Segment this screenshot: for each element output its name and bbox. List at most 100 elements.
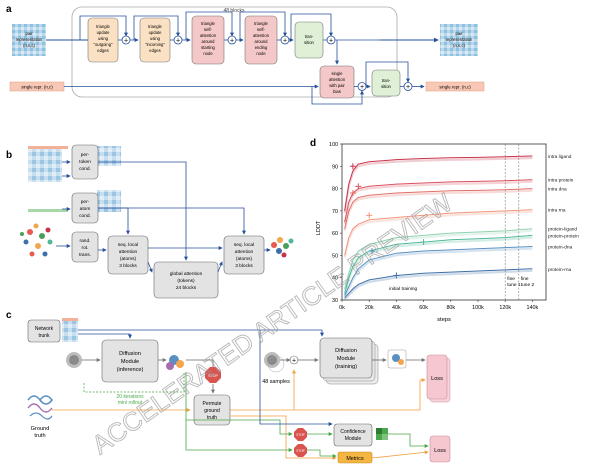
plus-node-train-label: + [292, 358, 296, 365]
seq-local-attention-2-block [223, 235, 265, 275]
svg-text:20 iterations: 20 iterations [116, 394, 144, 400]
svg-text:attention: attention [200, 33, 217, 38]
svg-text:+: + [360, 84, 364, 91]
diffusion-training-block [319, 337, 373, 379]
series-line-intra-rna [344, 209, 533, 256]
stop-label-1: STOP [208, 374, 218, 378]
single-transition-block [371, 69, 401, 97]
single-repr-output [425, 81, 485, 92]
svg-text:3 blocks: 3 blocks [235, 263, 253, 269]
svg-text:+: + [329, 38, 333, 45]
triangle-update-incoming-label: triangle update using "incoming" edges [145, 24, 165, 53]
svg-text:24 blocks: 24 blocks [176, 285, 197, 291]
series-line-intra-dna [344, 188, 533, 229]
svg-text:atom: atom [80, 206, 91, 212]
series-band-protein-dna [343, 247, 533, 298]
ground-truth-label: Ground truth [31, 426, 50, 439]
rollout-loop [83, 372, 185, 393]
noise-cloud-infer [66, 352, 82, 368]
series-line-intra-ligand [344, 155, 533, 211]
loss-1-label: Loss [431, 376, 443, 382]
trunk-output-heatmap [62, 320, 78, 342]
pair-representation-output [440, 24, 478, 56]
ground-truth-structure [27, 395, 54, 420]
svg-text:(atoms): (atoms) [120, 256, 137, 262]
pair-output-label: pair representation (n,n,c) [446, 31, 473, 48]
fine-tune-label-1: tune 1 [507, 282, 521, 288]
confidence-output-heatmap [376, 428, 388, 440]
single-attention-label: single attention with pair bias [329, 71, 346, 94]
svg-text:self-: self- [257, 27, 266, 32]
chart-y-axis-label: LDDT [316, 220, 322, 235]
svg-text:cond.: cond. [79, 166, 91, 172]
svg-text:tran-: tran- [382, 78, 391, 83]
predicted-structure-infer [166, 355, 184, 370]
y-tick-label: 90 [332, 164, 338, 170]
confidence-module-block [333, 423, 373, 447]
svg-text:pair: pair [456, 31, 464, 36]
svg-text:pair: pair [26, 31, 34, 36]
series-band-intra-dna [343, 189, 533, 231]
token-pair-heatmap [28, 146, 62, 182]
series-line-protein-protein [344, 234, 533, 294]
svg-text:Network: Network [35, 326, 54, 332]
svg-text:Diffusion: Diffusion [119, 351, 141, 357]
y-tick-label: 80 [332, 187, 338, 193]
svg-text:edges: edges [149, 48, 160, 53]
x-tick-label: 100k [472, 305, 484, 311]
x-tick-label: 20k [365, 305, 374, 311]
seq-local-attention-1-label: seq. local attention (atoms) 3 blocks [118, 242, 138, 269]
predicted-structure-train [387, 349, 407, 369]
svg-text:with pair: with pair [329, 83, 345, 88]
svg-text:+: + [406, 84, 410, 91]
loss-1-block [426, 354, 448, 400]
series-label-intra-ligand: intra ligand [548, 154, 572, 160]
svg-text:around: around [201, 39, 215, 44]
svg-text:using: using [150, 36, 161, 41]
svg-text:+: + [176, 38, 180, 45]
svg-text:rand.: rand. [80, 238, 91, 244]
series-band-intra-ligand [343, 156, 533, 214]
svg-text:attention: attention [235, 249, 254, 255]
y-tick-label: 50 [332, 253, 338, 259]
token-cond-output-heatmap [97, 146, 121, 166]
seq-local-attention-2-label: seq. local attention (atoms) 3 blocks [234, 242, 254, 269]
svg-text:sition: sition [381, 84, 391, 89]
network-trunk-label: Network trunk [35, 326, 54, 339]
svg-text:global attention: global attention [170, 271, 203, 277]
svg-text:Module: Module [121, 359, 139, 365]
token-single-bar [28, 146, 68, 149]
svg-text:single: single [332, 71, 344, 76]
metrics-block [337, 451, 373, 464]
series-marker-protein-protein [420, 239, 427, 246]
stop-label-2: STOP [296, 433, 305, 437]
x-tick-label: 40k [392, 305, 401, 311]
loss-2-block [429, 435, 451, 463]
stop-label-3: STOP [296, 449, 305, 453]
svg-text:attention: attention [329, 77, 346, 82]
svg-text:around: around [254, 39, 268, 44]
diffusion-inference-label: Diffusion Module (inference) [117, 351, 144, 373]
stop-gradient-sign-2 [294, 428, 307, 441]
series-label-intra-rna: intra rna [548, 208, 566, 214]
svg-text:truth: truth [207, 415, 217, 421]
svg-text:+: + [230, 38, 234, 45]
svg-text:triangle: triangle [201, 21, 215, 26]
svg-text:ground: ground [204, 408, 220, 414]
svg-text:"outgoing": "outgoing" [93, 42, 113, 47]
panel-label-c: c [6, 310, 12, 321]
loop-label: 48 blocks [223, 8, 245, 14]
network-trunk-block [27, 319, 61, 343]
svg-text:triangle: triangle [254, 21, 268, 26]
series-label-intra-protein: intra protein [548, 178, 574, 184]
pair-representation-input [12, 24, 46, 56]
svg-text:(tokens): (tokens) [177, 278, 195, 284]
rollout-label: 20 iterations mini rollout [116, 394, 144, 406]
triangle-update-outgoing-label: triangle update using "outgoing" edges [93, 24, 113, 53]
svg-text:attention: attention [119, 249, 138, 255]
x-tick-label: 0k [339, 305, 345, 311]
atom-cloud-output [271, 237, 294, 258]
svg-text:Permute: Permute [203, 401, 222, 407]
triangle-attention-starting-label: triangle self- attention around starting… [200, 21, 217, 56]
svg-text:(atoms): (atoms) [236, 256, 253, 262]
